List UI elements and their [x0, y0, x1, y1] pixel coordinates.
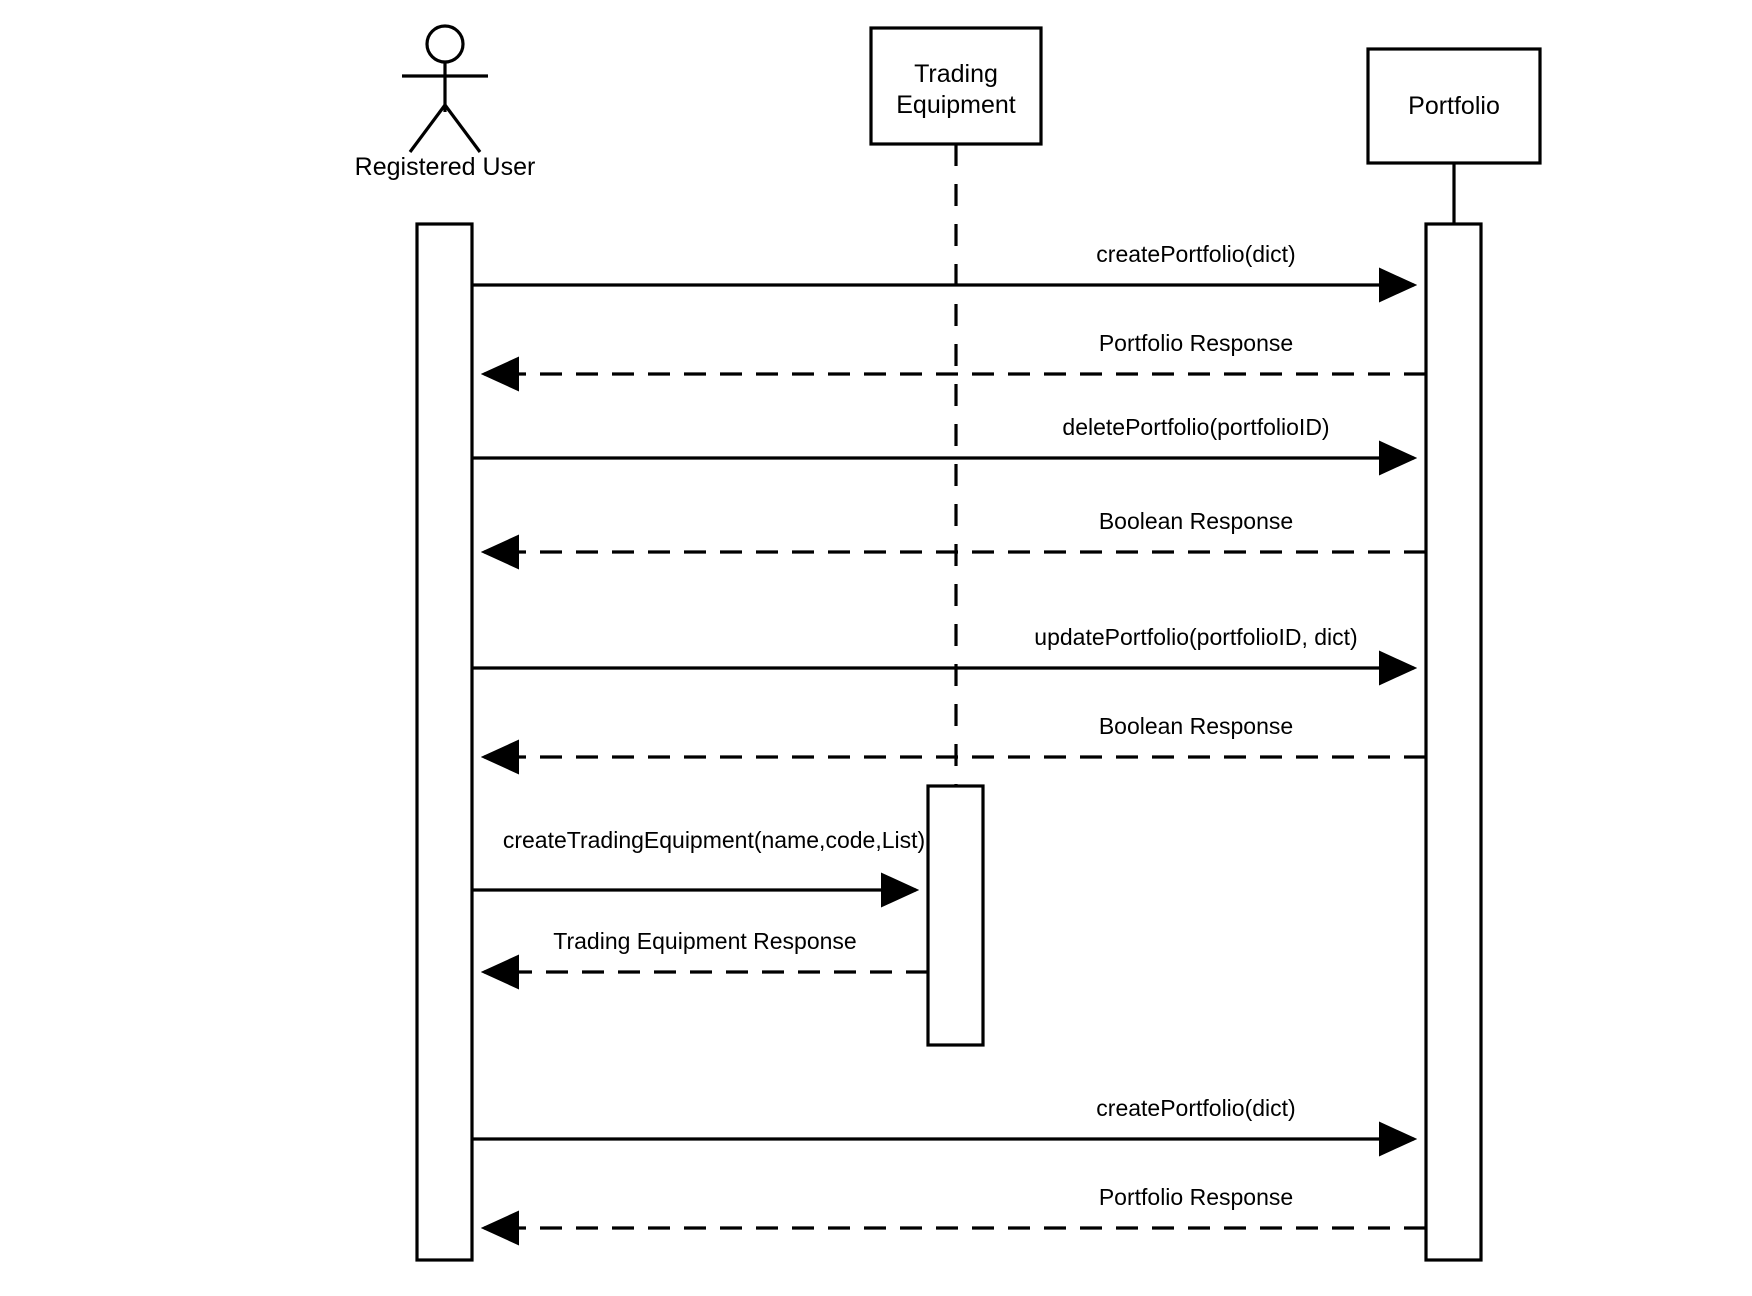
actor-stick-figure-icon: [402, 24, 488, 153]
participant-registered-user[interactable]: Registered User: [355, 24, 536, 1262]
participant-box-trading-equipment: [869, 26, 1043, 146]
message-label-6: Boolean Response: [1099, 713, 1293, 739]
message-10-portfolio-response[interactable]: Portfolio Response: [480, 1184, 1426, 1246]
message-1-createportfolio[interactable]: createPortfolio(dict): [472, 241, 1418, 303]
message-label-1: createPortfolio(dict): [1096, 241, 1295, 267]
message-9-createportfolio[interactable]: createPortfolio(dict): [472, 1095, 1418, 1157]
message-label-7: createTradingEquipment(name,code,List): [503, 827, 925, 853]
message-7-createtradingequipment[interactable]: createTradingEquipment(name,code,List): [472, 827, 925, 908]
message-label-2: Portfolio Response: [1099, 330, 1293, 356]
message-label-3: deletePortfolio(portfolioID): [1062, 414, 1329, 440]
message-8-tradingequipment-response[interactable]: Trading Equipment Response: [480, 928, 928, 990]
message-label-9: createPortfolio(dict): [1096, 1095, 1295, 1121]
message-label-10: Portfolio Response: [1099, 1184, 1293, 1210]
participant-label-portfolio: Portfolio: [1408, 92, 1500, 120]
message-label-4: Boolean Response: [1099, 508, 1293, 534]
participant-trading-equipment[interactable]: Trading Equipment: [869, 26, 1043, 1047]
activation-bar-portfolio: [1424, 222, 1483, 1262]
message-6-boolean-response[interactable]: Boolean Response: [480, 713, 1426, 775]
participant-label-trading-equipment-line2: Equipment: [896, 91, 1016, 119]
participant-label-registered-user: Registered User: [355, 153, 536, 181]
participant-portfolio[interactable]: Portfolio: [1366, 47, 1542, 1262]
message-label-8: Trading Equipment Response: [553, 928, 856, 954]
activation-bar-registered-user: [415, 222, 474, 1262]
activation-bar-trading-equipment: [926, 784, 985, 1047]
message-3-deleteportfolio[interactable]: deletePortfolio(portfolioID): [472, 414, 1418, 476]
message-2-portfolio-response[interactable]: Portfolio Response: [480, 330, 1426, 392]
participant-label-trading-equipment-line1: Trading: [914, 60, 998, 88]
message-4-boolean-response[interactable]: Boolean Response: [480, 508, 1426, 570]
message-5-updateportfolio[interactable]: updatePortfolio(portfolioID, dict): [472, 624, 1418, 686]
message-label-5: updatePortfolio(portfolioID, dict): [1034, 624, 1357, 650]
